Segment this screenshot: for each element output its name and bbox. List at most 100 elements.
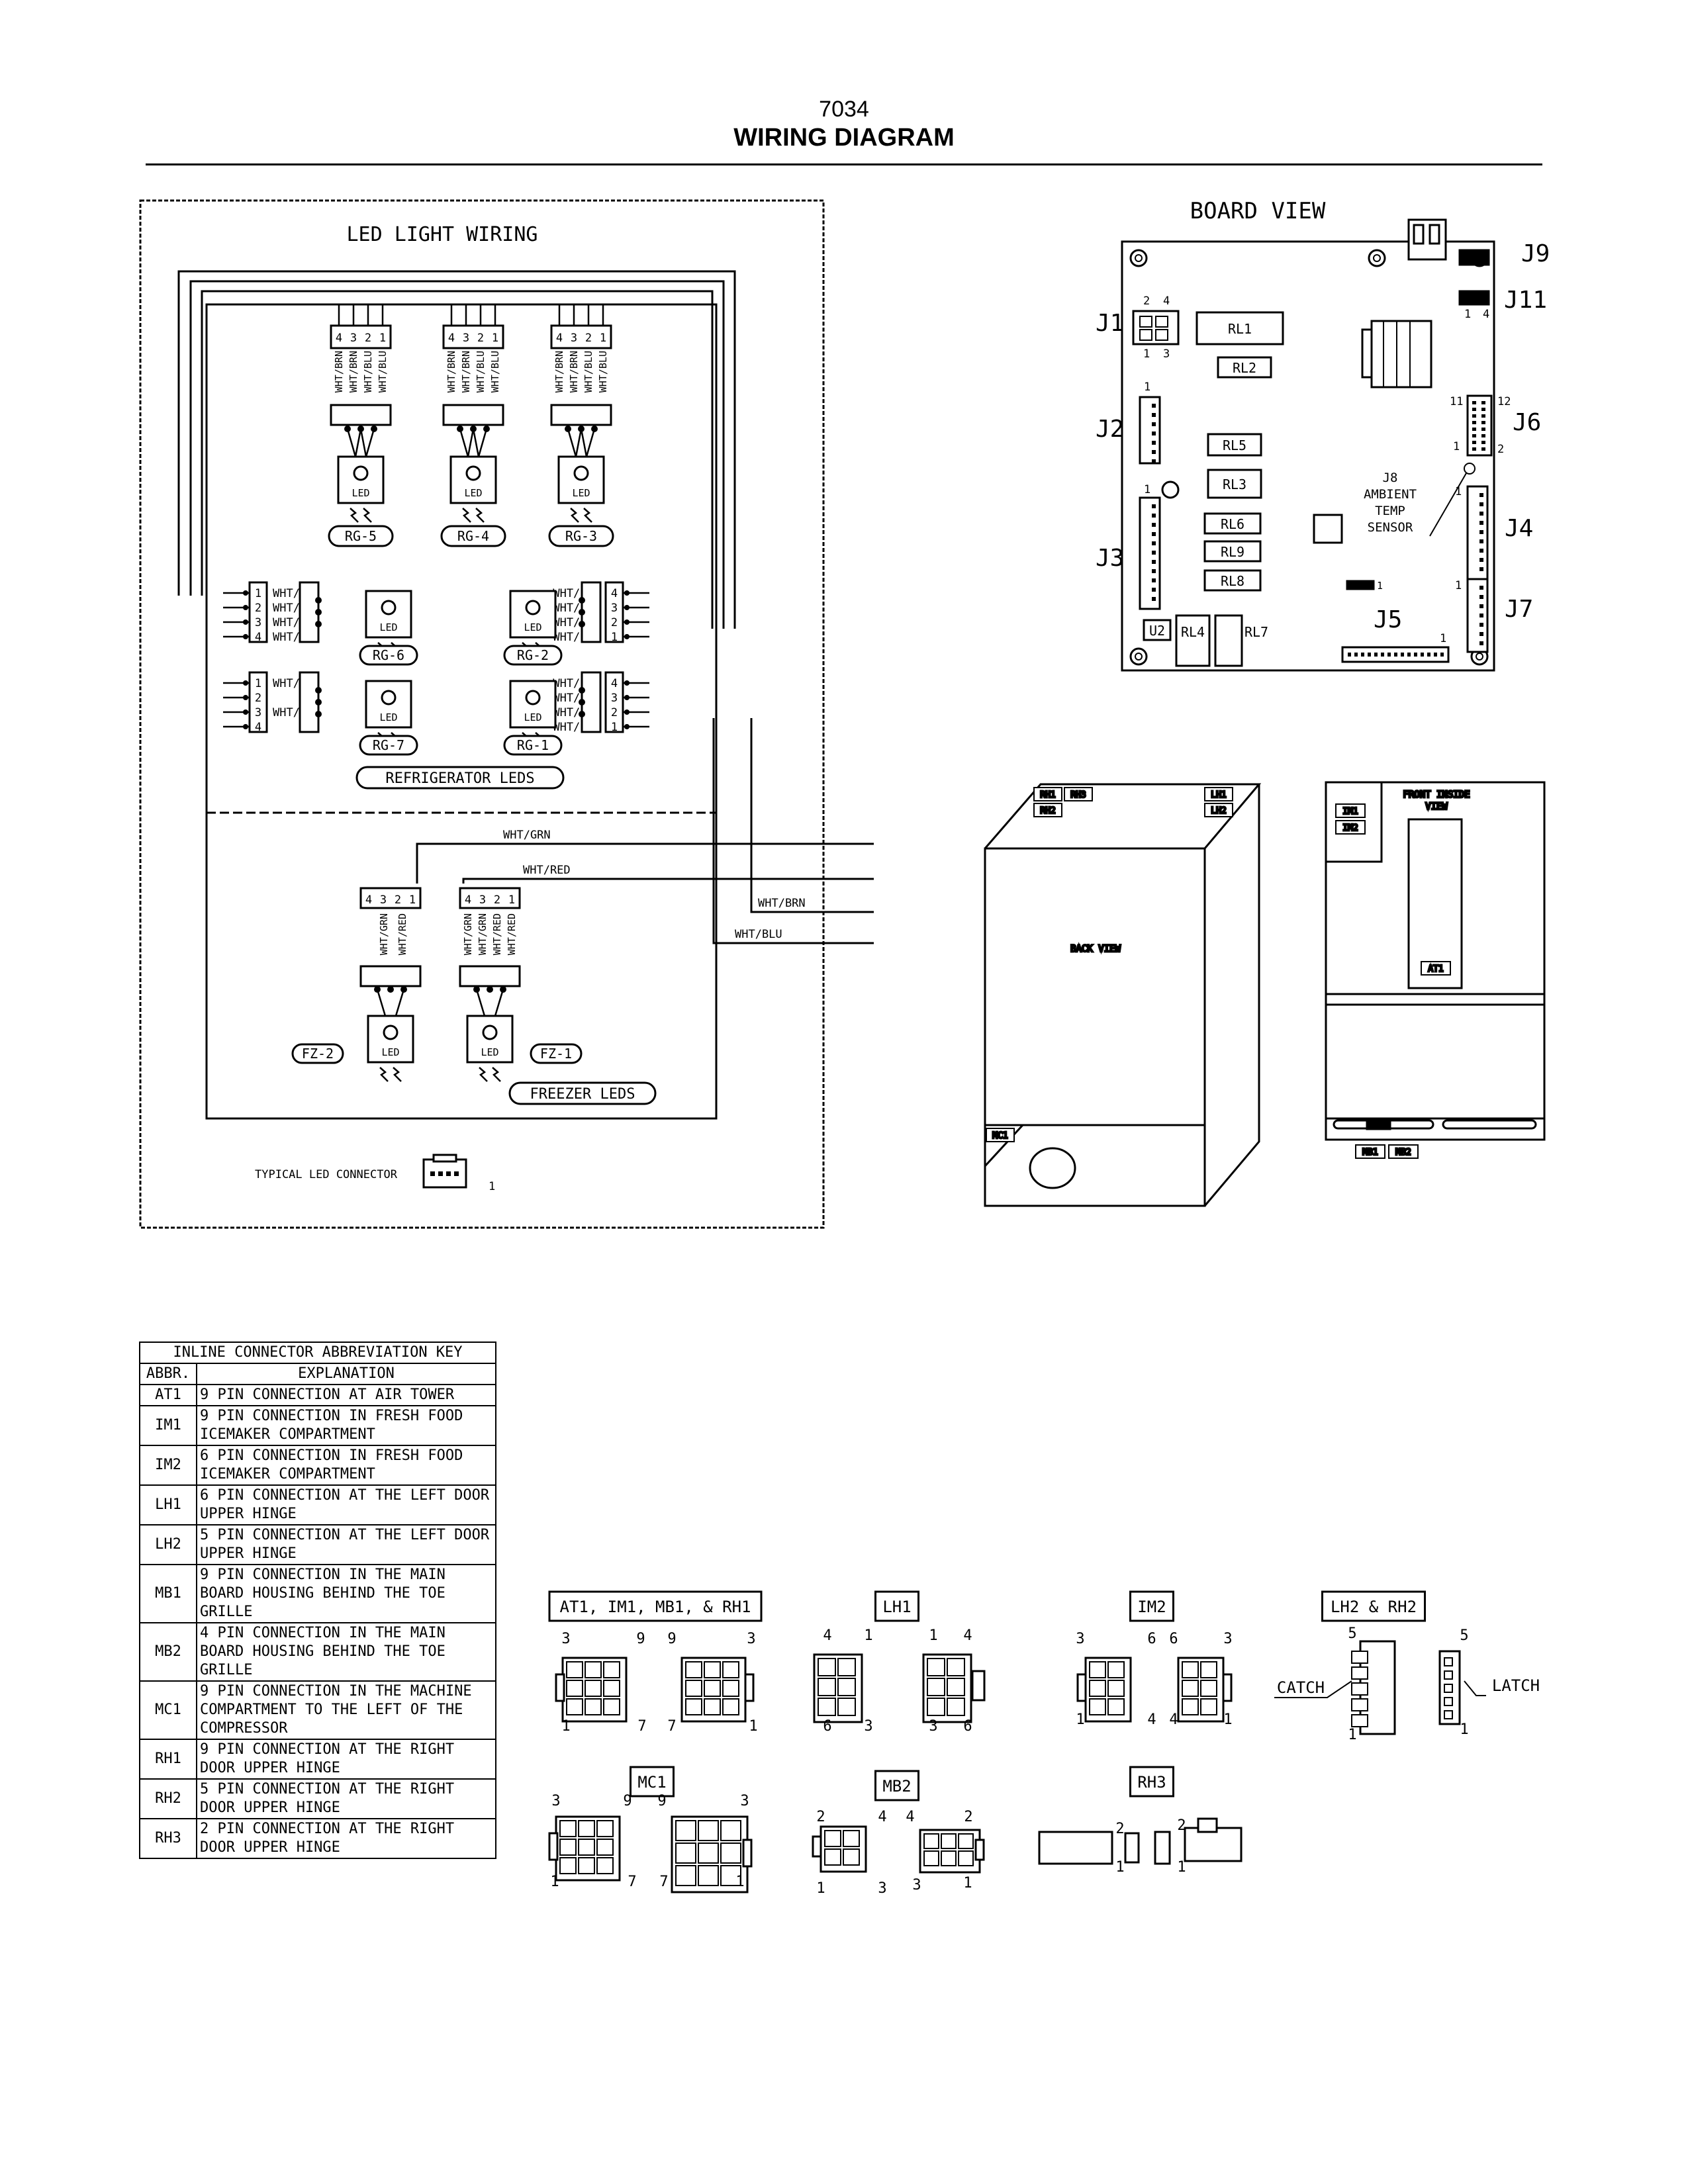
left-group-rg-6-label: RG-6 [373, 647, 404, 663]
refrigerator-leds-label-outline [355, 766, 565, 790]
back-tag-label-mc1: MC1 [992, 1131, 1008, 1141]
left-group-rg-6-plug-pin-0 [315, 597, 322, 604]
right-group-rg-2-pin-dot-1 [624, 634, 630, 639]
abbr-cell: MB1 [139, 1564, 197, 1623]
key-9pin-male-cavity [566, 1698, 583, 1715]
key-lh2-cavity [1351, 1698, 1368, 1711]
j7-pin [1479, 604, 1483, 608]
right-group-rg-1-label: RG-1 [517, 737, 549, 753]
key-lh1-female-cavity [947, 1698, 965, 1716]
ambient-sensor-label-0: J8 [1383, 471, 1398, 485]
top-group-rg-4-pin-4: 4 [448, 332, 455, 345]
freezer-group-fz-1-plug-pin-1 [487, 986, 493, 993]
right-group-rg-1-pin-dot-3 [624, 695, 630, 700]
back-tag-label-rh2: RH2 [1040, 806, 1055, 816]
u2-label: U2 [1149, 623, 1165, 639]
key-rh3-receptacle-pin-0: 2 [1177, 1817, 1186, 1834]
key-rh2-cavity [1444, 1710, 1453, 1719]
key-rh3-latch [1197, 1817, 1218, 1833]
freezer-group-fz-1-lens [482, 1024, 498, 1040]
key-9pin-male-pin-1: 9 [636, 1631, 645, 1647]
key-lh1-female-pin-2: 3 [929, 1718, 937, 1735]
top-group-rg-5-header [330, 324, 392, 349]
explanation-cell: 6 PIN CONNECTION IN FRESH FOOD ICEMAKER … [196, 1445, 496, 1486]
j7-pin [1479, 623, 1483, 627]
ambient-sensor-label-2: TEMP [1375, 504, 1405, 518]
freezer-group-fz-2-plug-pin-1 [387, 986, 394, 993]
key-lh1-female-pin-0: 1 [929, 1627, 937, 1644]
j1-pin-label-2: 2 [1143, 295, 1150, 308]
back-tag-label-rh1: RH1 [1040, 790, 1055, 800]
relay-label-rl8: RL8 [1221, 573, 1244, 589]
led-outer-frame [139, 199, 825, 1229]
key-9pin-male-cavity [603, 1698, 620, 1715]
j6-pin [1481, 441, 1485, 444]
top-group-rg-3-ray-1 [583, 508, 592, 523]
abbr-cell: IM2 [139, 1445, 197, 1486]
harness-bundle-1 [189, 280, 725, 629]
key-lh1-male-cavity [818, 1658, 836, 1676]
key-label-mc1: MC1 [637, 1773, 666, 1792]
j6-pin [1472, 434, 1476, 437]
key-mb2-female-cavity [923, 1833, 939, 1849]
key-lh1-female-pin-1: 4 [963, 1627, 972, 1644]
key-im2-male-pin-3: 4 [1147, 1711, 1156, 1728]
j6-pin-2: 2 [1497, 443, 1504, 456]
j5-pin [1348, 653, 1351, 657]
connector-label-j7: J7 [1505, 596, 1533, 623]
key-mc1-male-cavity [596, 1839, 614, 1856]
j7-pin [1479, 641, 1483, 645]
document-number: 7034 [819, 97, 869, 122]
top-group-rg-4-ray-0 [462, 508, 471, 523]
key-rh3-latch-body [1184, 1827, 1243, 1862]
key-mc1-male-pin-2: 1 [550, 1874, 559, 1890]
key-9pin-female-latch [744, 1673, 755, 1702]
key-mb2-female-pin-0: 4 [906, 1809, 914, 1825]
j4-pin [1479, 567, 1483, 571]
key-rh2-cavity [1444, 1657, 1453, 1666]
key-lh1-male-cavity [837, 1678, 856, 1696]
left-group-rg-6-header [248, 581, 268, 643]
led-wiring-title: LED LIGHT WIRING [347, 223, 538, 246]
freezer-group-fz-1-led-text: LED [481, 1046, 498, 1058]
back-tag-rh2 [1033, 803, 1062, 817]
transformer [1370, 320, 1432, 388]
j3-pin-1: 1 [1144, 483, 1150, 496]
key-mb2-male-cavity [824, 1848, 841, 1866]
key-im2-female-cavity [1182, 1698, 1199, 1715]
key-mc1-male-pin-3: 7 [628, 1874, 636, 1890]
left-group-rg-6-pin-3: 3 [255, 616, 261, 629]
connector-label-j2: J2 [1096, 416, 1124, 443]
abbr-cell: MC1 [139, 1680, 197, 1740]
freezer-group-fz-2-wire-1: WHT/RED [397, 913, 408, 955]
key-rh2-pin-0: 5 [1460, 1627, 1468, 1644]
connector-label-j4: J4 [1505, 515, 1533, 542]
right-group-rg-1-plug-pin-0 [579, 687, 585, 694]
connector-label-j1: J1 [1096, 310, 1124, 337]
freezer-group-fz-2-wire-0: WHT/GRN [378, 913, 390, 955]
left-group-rg-7-led-text: LED [379, 711, 397, 723]
key-lh1-male-cavity [818, 1678, 836, 1696]
key-mc1-female-pin-1: 3 [740, 1793, 749, 1809]
left-group-rg-6-pin-4: 4 [255, 631, 261, 644]
j6-pin [1472, 401, 1476, 404]
left-group-rg-7-plug-pin-1 [315, 699, 322, 705]
refrigerator-leds-label: REFRIGERATOR LEDS [385, 770, 534, 787]
key-im2-male-pin-1: 6 [1147, 1631, 1156, 1647]
top-group-rg-4-header [442, 324, 504, 349]
j6-pin [1481, 428, 1485, 431]
left-group-rg-7-pin-4: 4 [255, 721, 261, 734]
left-group-rg-6-pin-dot-3 [243, 619, 248, 625]
typical-connector-pin-number: 1 [489, 1180, 495, 1193]
freezer-group-fz-2-pin-4: 4 [365, 893, 372, 907]
key-im2-male-cavity [1089, 1680, 1106, 1697]
j6-pin [1481, 421, 1485, 424]
freezer-group-fz-1-wire-2: WHT/RED [491, 913, 503, 955]
freezer-group-fz-2-label: FZ-2 [302, 1046, 334, 1062]
j1-pin-label-4: 4 [1163, 295, 1170, 308]
key-latch-leader [1464, 1680, 1486, 1696]
right-group-rg-2-label-outline [503, 645, 563, 666]
